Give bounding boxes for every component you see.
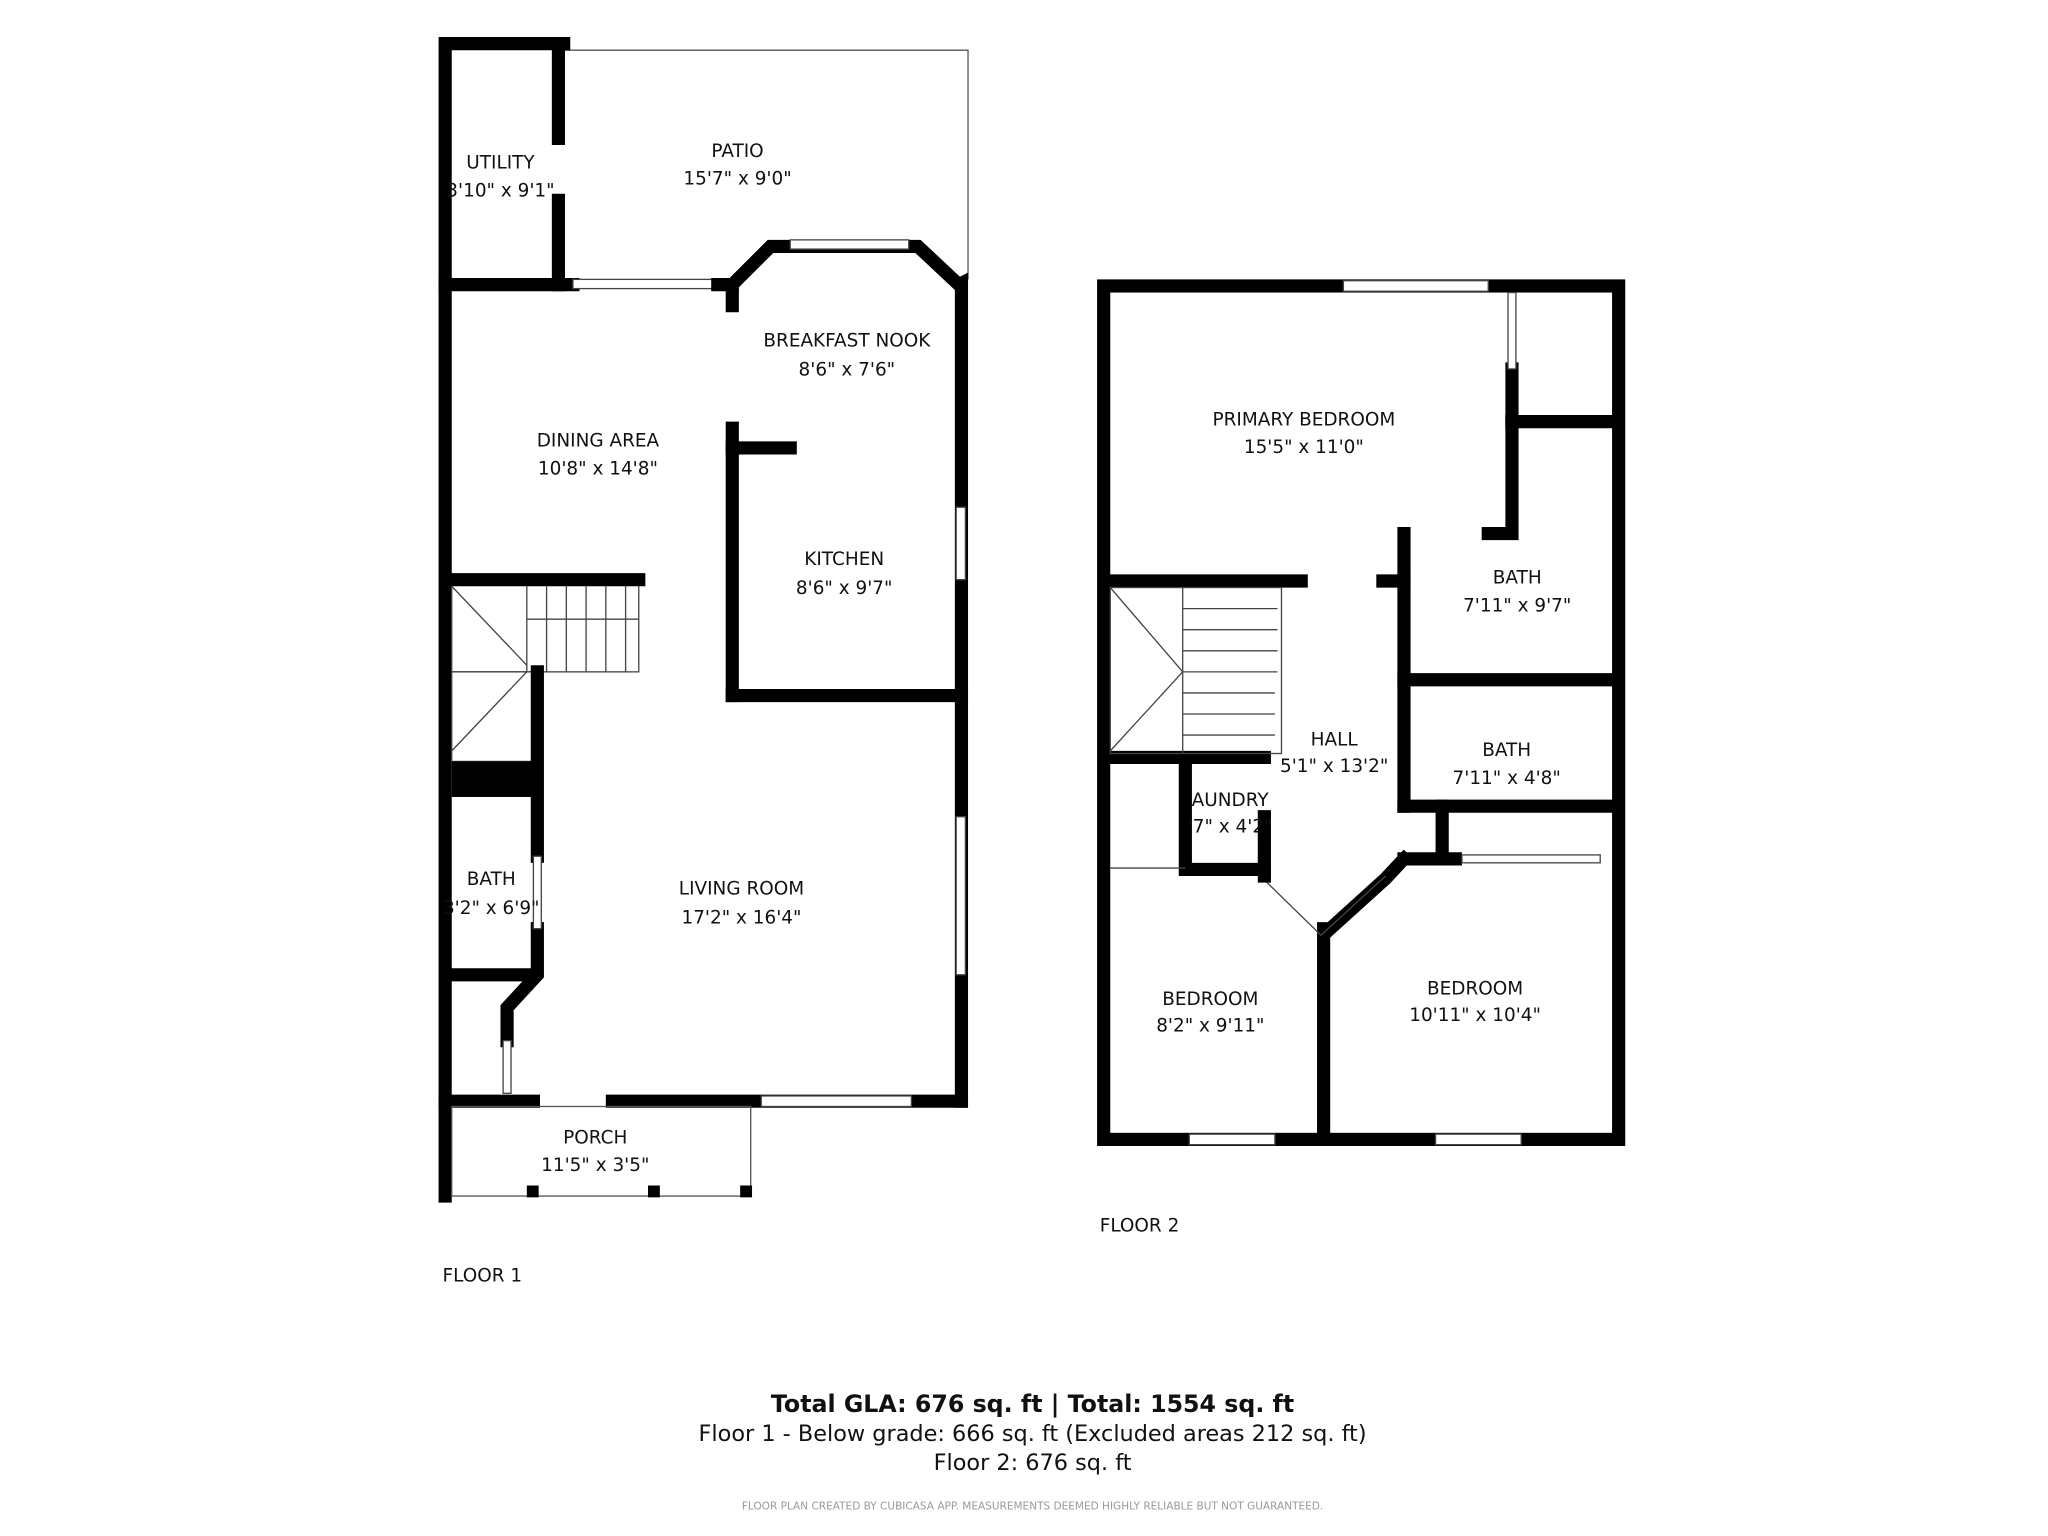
staircase bbox=[1109, 586, 1283, 755]
wall-block bbox=[451, 761, 538, 797]
room-size: 5'1" x 13'2" bbox=[1280, 756, 1388, 777]
room-size: 8'6" x 9'7" bbox=[796, 578, 893, 599]
room-size: 3'10" x 9'1" bbox=[446, 180, 554, 201]
room-name: PRIMARY BEDROOM bbox=[1213, 410, 1396, 431]
floor-2-label: FLOOR 2 bbox=[1100, 1216, 1180, 1237]
room-size: 10'11" x 10'4" bbox=[1409, 1005, 1541, 1026]
room-size: 11'5" x 3'5" bbox=[541, 1155, 649, 1176]
window bbox=[760, 1095, 913, 1108]
wall bbox=[1320, 849, 1414, 938]
disclaimer: FLOOR PLAN CREATED BY CUBICASA APP. MEAS… bbox=[742, 1500, 1323, 1512]
doorway bbox=[1263, 875, 1386, 937]
room-size: 8'2" x 9'11" bbox=[1156, 1015, 1264, 1036]
floor-1-plan: UTILITY 3'10" x 9'1" PATIO 15'7" x 9'0" … bbox=[438, 37, 969, 1287]
room-name: BEDROOM bbox=[1162, 989, 1258, 1010]
room-size: 15'5" x 11'0" bbox=[1244, 437, 1364, 458]
room-size: 17'2" x 16'4" bbox=[681, 907, 801, 928]
room-name: PORCH bbox=[563, 1127, 627, 1148]
room-name: AUNDRY bbox=[1192, 790, 1270, 811]
staircase bbox=[445, 573, 646, 763]
room-size: 7'11" x 4'8" bbox=[1453, 768, 1561, 789]
total-area: Total GLA: 676 sq. ft | Total: 1554 sq. … bbox=[771, 1390, 1294, 1418]
floor-1-label: FLOOR 1 bbox=[443, 1266, 523, 1287]
doorway bbox=[1507, 291, 1517, 370]
floor-1-area: Floor 1 - Below grade: 666 sq. ft (Exclu… bbox=[699, 1421, 1367, 1447]
room-name: DINING AREA bbox=[537, 431, 660, 452]
room-size: 7'11" x 9'7" bbox=[1463, 595, 1571, 616]
room-name: UTILITY bbox=[466, 153, 535, 174]
room-size: 15'7" x 9'0" bbox=[683, 169, 791, 190]
room-name: BATH bbox=[1493, 568, 1542, 589]
doorway bbox=[502, 1039, 512, 1094]
wall bbox=[500, 922, 544, 1048]
window bbox=[1188, 1133, 1276, 1146]
porch-outline bbox=[451, 1105, 752, 1197]
window bbox=[1461, 854, 1601, 864]
wall bbox=[438, 37, 571, 1203]
wall bbox=[1481, 415, 1519, 541]
doorway bbox=[572, 278, 719, 290]
room-name: KITCHEN bbox=[804, 549, 884, 570]
wall bbox=[1178, 757, 1271, 876]
patio-outline bbox=[563, 49, 969, 280]
room-size: 3'2" x 6'9" bbox=[443, 898, 540, 919]
room-name: BREAKFAST NOOK bbox=[763, 331, 931, 352]
window bbox=[955, 816, 967, 976]
window bbox=[789, 239, 910, 250]
room-name: BEDROOM bbox=[1427, 979, 1523, 1000]
bay-wall bbox=[725, 239, 969, 1108]
room-name: HALL bbox=[1311, 730, 1359, 751]
room-name: BATH bbox=[1482, 740, 1531, 761]
window bbox=[1434, 1133, 1522, 1146]
window bbox=[1342, 280, 1489, 292]
room-size: '7" x 4'2" bbox=[1188, 817, 1273, 838]
room-size: 10'8" x 14'8" bbox=[538, 458, 658, 479]
doorway bbox=[532, 855, 542, 930]
porch-posts bbox=[526, 1185, 753, 1198]
window bbox=[955, 506, 967, 581]
room-size: 8'6" x 7'6" bbox=[799, 360, 896, 381]
floor-2-area: Floor 2: 676 sq. ft bbox=[934, 1450, 1132, 1476]
room-name: LIVING ROOM bbox=[679, 878, 804, 899]
room-name: PATIO bbox=[711, 141, 763, 162]
room-name: BATH bbox=[467, 869, 516, 890]
floor-2-plan: PRIMARY BEDROOM 15'5" x 11'0" BATH 7'11"… bbox=[1097, 279, 1626, 1237]
